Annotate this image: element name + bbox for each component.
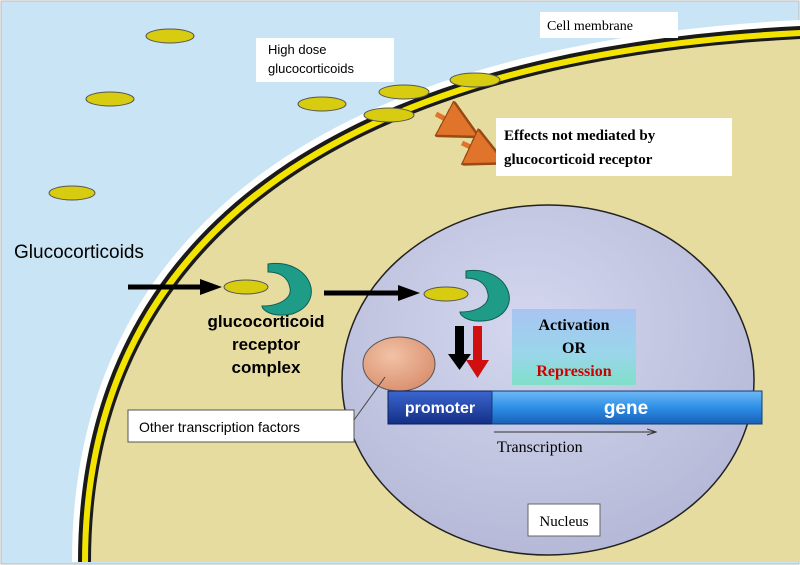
- or-label: OR: [562, 340, 586, 357]
- glucocorticoid-molecule: [378, 84, 430, 100]
- transcription-factor: [362, 336, 436, 392]
- gene-block: [491, 390, 763, 425]
- orange-arrow: [436, 114, 466, 130]
- callout-line: [353, 376, 386, 421]
- high-dose-label-line1: High dose: [268, 42, 327, 57]
- glucocorticoid-molecule: [363, 107, 415, 123]
- activation-arrow-head: [448, 354, 471, 370]
- glucocorticoids-label: Glucocorticoids: [14, 242, 144, 263]
- glucocorticoid-molecule: [223, 279, 269, 295]
- repression-arrow-head: [466, 360, 489, 378]
- effects-label-line1: Effects not mediated by: [504, 128, 656, 144]
- cell-membrane-label: Cell membrane: [547, 19, 633, 34]
- glucocorticoid-molecule: [423, 286, 469, 302]
- translocation-arrow-head: [398, 285, 420, 301]
- glucocorticoid-molecule: [145, 28, 195, 44]
- nucleus-label: Nucleus: [539, 514, 588, 530]
- glucocorticoid-molecule: [85, 91, 135, 107]
- repression-label: Repression: [536, 363, 611, 380]
- cell-membrane-label-box: [540, 12, 678, 38]
- gene-label: gene: [604, 398, 648, 419]
- entry-arrow-head: [200, 279, 222, 295]
- activation-label: Activation: [538, 317, 609, 334]
- high-dose-label-box: [256, 38, 394, 82]
- glucocorticoid-molecule: [48, 185, 96, 201]
- transcription-label: Transcription: [497, 439, 583, 456]
- complex-label-line2: receptor: [232, 335, 300, 354]
- glucocorticoid-receptor: [261, 262, 312, 316]
- glucocorticoid-receptor: [459, 269, 510, 322]
- complex-label-line1: glucocorticoid: [207, 312, 324, 331]
- nucleus-label-box: [527, 503, 601, 537]
- orange-arrow: [462, 143, 492, 157]
- other-tf-label-box: [127, 409, 355, 443]
- other-tf-label: Other transcription factors: [139, 419, 300, 435]
- repression-arrow-shaft: [473, 326, 482, 360]
- glucocorticoid-molecule: [297, 96, 347, 112]
- activation-arrow-shaft: [455, 326, 464, 354]
- complex-label-line3: complex: [232, 358, 302, 377]
- effects-label-line2: glucocorticoid receptor: [504, 152, 653, 168]
- glucocorticoid-molecule: [449, 72, 501, 88]
- promoter-label: promoter: [405, 400, 475, 417]
- effects-label-box: [496, 118, 732, 176]
- high-dose-label-line2: glucocorticoids: [268, 61, 354, 76]
- activation-repression-box: [512, 309, 636, 385]
